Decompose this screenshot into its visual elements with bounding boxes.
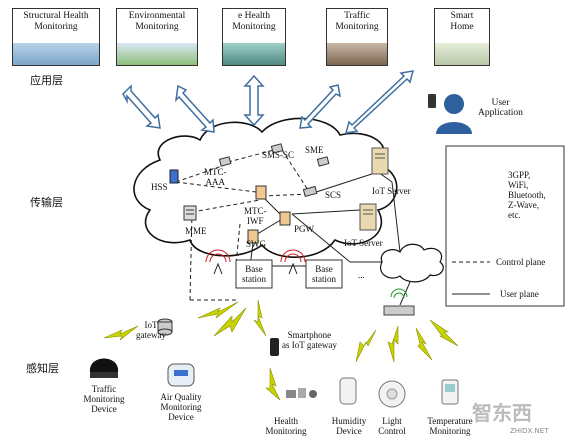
node-hss: HSS [151, 182, 168, 192]
air-quality-device-icon [167, 363, 195, 387]
legend-wireless-label: 3GPP, WiFi, Bluetooth, Z-Wave, etc. [508, 170, 546, 220]
label-humidity-device: Humidity Device [331, 416, 367, 436]
node-scs: SCS [325, 190, 342, 200]
label-air-quality-device: Air Quality Monitoring Device [160, 392, 202, 422]
node-sms-sc: SMS-SC [262, 150, 295, 160]
humidity-device-icon [339, 377, 357, 405]
smartphone-icon [270, 338, 279, 356]
node-base-station-2: Base station [312, 264, 336, 284]
pgw-icon [279, 211, 291, 226]
mme-icon [183, 205, 197, 221]
app-box-environmental: Environmental Monitoring [116, 8, 198, 66]
base-station-2-antenna-icon [280, 249, 306, 275]
wireless-bolts [103, 191, 493, 401]
user-application-label: User Application [478, 98, 523, 118]
arrow-structural [122, 84, 161, 129]
node-iot-server-2: IoT Server [344, 238, 383, 248]
base-station-1-antenna-icon [205, 249, 231, 275]
legend-box [445, 145, 565, 307]
swg-icon [247, 229, 259, 244]
watermark-url: ZHIDX.NET [510, 427, 549, 435]
app-thumb-smarthome [435, 43, 489, 65]
user-application-icon [428, 94, 472, 134]
label-light-device: Light Control [378, 416, 406, 436]
node-swg: SWG [246, 239, 266, 249]
sms-sc-icon [270, 143, 284, 154]
node-ellipsis: ... [358, 270, 365, 280]
layer-label-perception: 感知层 [26, 362, 59, 375]
arrow-smarthome [344, 70, 415, 134]
arrow-traffic [299, 84, 342, 129]
layer-label-transport: 传输层 [30, 196, 63, 209]
app-thumb-ehealth [223, 43, 285, 65]
label-health-device: Health Monitoring [265, 416, 307, 436]
light-device-icon [378, 380, 406, 408]
iot-server-2-icon [359, 203, 377, 231]
app-box-ehealth: e Health Monitoring [222, 8, 286, 66]
app-label-traffic: Traffic Monitoring [335, 11, 379, 32]
app-label-smarthome: Smart Home [450, 11, 474, 32]
node-mme: MME [185, 226, 207, 236]
app-box-structural: Structural Health Monitoring [12, 8, 100, 66]
wifi-router-icon [383, 288, 415, 316]
app-box-traffic: Traffic Monitoring [326, 8, 388, 66]
iot-gateway-icon [157, 318, 173, 336]
mtc-iwf-icon [255, 185, 267, 200]
hss-icon [169, 169, 179, 184]
app-label-structural: Structural Health Monitoring [23, 11, 89, 32]
temperature-device-icon [441, 379, 459, 405]
node-base-station-1: Base station [242, 264, 266, 284]
label-traffic-device: Traffic Monitoring Device [83, 384, 125, 414]
traffic-device-icon [89, 358, 119, 378]
arrow-environmental [174, 84, 215, 133]
legend-user-label: User plane [500, 289, 539, 299]
iot-server-1-icon [371, 147, 389, 175]
app-thumb-structural [13, 43, 99, 65]
control-plane-lines [175, 149, 311, 301]
label-iot-gateway: IoT gateway [136, 320, 166, 340]
node-sme: SME [305, 145, 324, 155]
node-iot-server-1: IoT Server [372, 186, 411, 196]
mtc-aaa-icon [218, 156, 232, 167]
app-box-smarthome: Smart Home [434, 8, 490, 66]
watermark-text: 智东西 [472, 401, 532, 425]
node-mtc-aaa: MTC- AAA [204, 167, 227, 187]
health-device-icon [286, 388, 317, 398]
legend-control-label: Control plane [496, 257, 546, 267]
internet-cloud [380, 243, 444, 283]
sme-icon [316, 156, 330, 167]
label-smartphone: Smartphone as IoT gateway [282, 330, 337, 350]
arrow-ehealth [243, 74, 265, 127]
app-label-ehealth: e Health Monitoring [232, 11, 276, 32]
scs-icon [302, 185, 318, 198]
layer-label-application: 应用层 [30, 74, 63, 87]
node-pgw: PGW [294, 224, 314, 234]
app-label-environmental: Environmental Monitoring [128, 11, 186, 32]
base-station-1-box [235, 259, 273, 289]
base-station-2-box [305, 259, 343, 289]
app-thumb-environmental [117, 43, 197, 65]
node-mtc-iwf: MTC- IWF [244, 206, 267, 226]
app-thumb-traffic [327, 43, 387, 65]
label-temperature-device: Temperature Monitoring [427, 416, 473, 436]
